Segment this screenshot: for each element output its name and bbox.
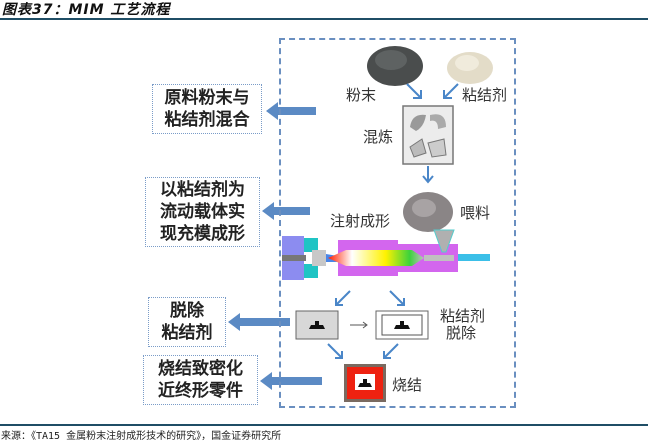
arrow-down-right-icon [327, 343, 343, 359]
brown-part-icon [375, 310, 429, 340]
step-text: 近终形零件 [158, 381, 243, 401]
label-debinding-1: 粘结剂 [440, 307, 486, 325]
step-box-molding: 以粘结剂为 流动载体实 现充模成形 [145, 177, 260, 247]
footer-rule [0, 424, 648, 426]
label-sintering: 烧结 [392, 376, 423, 394]
figure-title: 图表37：MIM 工艺流程 [2, 2, 171, 18]
step-text: 流动载体实 [160, 202, 245, 222]
arrow-down-right-icon [406, 83, 422, 99]
feedstock-icon [403, 192, 453, 232]
step-text: 原料粉末与 [164, 88, 250, 108]
arrow-down-right-icon [389, 290, 405, 306]
source-note: 来源：《TA15 金属粉末注射成形技术的研究》，国金证券研究所 [1, 431, 282, 442]
step-text: 脱除 [170, 301, 204, 321]
label-debinding-2: 脱除 [446, 324, 477, 342]
arrow-left-icon [260, 372, 322, 390]
step-box-sintering: 烧结致密化 近终形零件 [143, 355, 258, 405]
label-mixing: 混炼 [363, 128, 394, 146]
injection-machine-icon [282, 229, 490, 280]
arrow-down-left-icon [383, 343, 399, 359]
step-text: 烧结致密化 [158, 359, 243, 379]
sintered-part-icon [344, 364, 386, 402]
arrow-left-icon [228, 313, 290, 331]
metal-powder-icon [367, 46, 423, 86]
arrow-right-icon [350, 321, 368, 329]
step-text: 以粘结剂为 [160, 180, 245, 200]
step-text: 现充模成形 [160, 224, 245, 244]
step-box-mixing: 原料粉末与 粘结剂混合 [152, 84, 262, 134]
step-text: 粘结剂混合 [164, 110, 250, 130]
arrow-down-left-icon [335, 290, 351, 306]
label-binder: 粘结剂 [462, 86, 508, 104]
binder-powder-icon [447, 52, 493, 84]
mixer-icon [402, 105, 454, 165]
header-rule [0, 18, 648, 20]
label-injection-molding: 注射成形 [330, 212, 391, 230]
arrow-down-left-icon [443, 83, 459, 99]
arrow-left-icon [262, 202, 310, 220]
arrow-left-icon [266, 102, 316, 120]
process-frame [279, 38, 516, 408]
green-part-icon [295, 310, 339, 340]
step-text: 粘结剂 [161, 323, 213, 343]
label-feedstock: 喂料 [460, 204, 491, 222]
label-powder: 粉末 [346, 86, 377, 104]
step-box-debinding: 脱除 粘结剂 [148, 297, 226, 347]
arrow-down-icon [422, 166, 434, 184]
